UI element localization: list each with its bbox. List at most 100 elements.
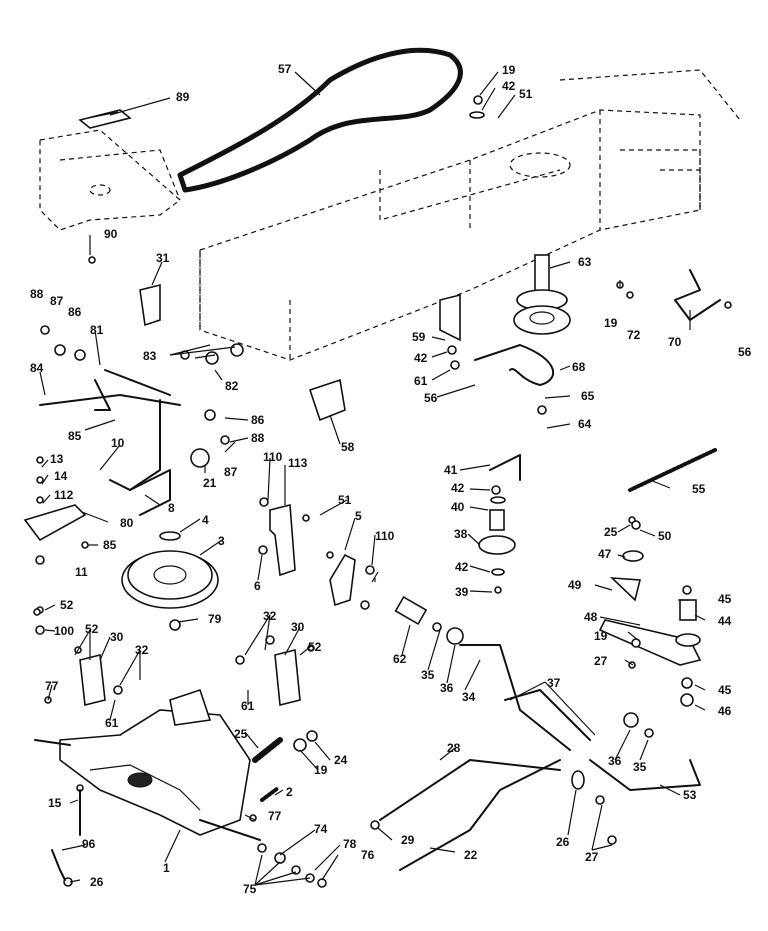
label-40: 40 [451,500,465,514]
label-77b: 77 [268,809,282,823]
label-45b: 45 [718,683,732,697]
label-58: 58 [341,440,355,454]
label-4: 4 [202,513,209,527]
spring-small-2 [260,786,280,802]
label-52: 52 [60,598,74,612]
label-53: 53 [683,788,697,802]
shift-linkage [39,369,210,516]
label-30: 30 [110,630,124,644]
label-84: 84 [30,361,44,375]
drive-belt [177,47,463,193]
label-76: 76 [361,848,375,862]
label-74: 74 [314,822,328,836]
label-82: 82 [225,379,239,393]
bracket-113 [269,503,296,577]
rod [674,269,721,321]
label-50: 50 [658,529,672,543]
label-87b: 87 [224,465,238,479]
label-42: 42 [502,79,516,93]
label-88: 88 [30,287,44,301]
label-28: 28 [447,741,461,755]
label-27: 27 [594,654,608,668]
label-8: 8 [168,501,175,515]
bracket-58 [308,378,346,422]
chassis-frame [199,69,741,361]
label-72: 72 [627,328,641,342]
label-85: 85 [68,429,82,443]
label-26b: 26 [556,835,570,849]
label-13: 13 [50,452,64,466]
label-35: 35 [421,668,435,682]
label-75: 75 [243,882,257,896]
label-87: 87 [50,294,64,308]
label-24: 24 [334,753,348,767]
idler-bracket [474,344,555,386]
label-35b: 35 [633,760,647,774]
label-25: 25 [604,525,618,539]
label-61: 61 [414,374,428,388]
label-89: 89 [176,90,190,104]
label-14: 14 [54,469,68,483]
label-88b: 88 [251,431,265,445]
label-38: 38 [454,527,468,541]
label-112: 112 [54,488,74,502]
lower-pulley-stack [478,454,521,576]
spring [628,448,717,492]
label-41: 41 [444,463,458,477]
bracket-5 [329,553,356,607]
label-44: 44 [718,614,732,628]
label-86b: 86 [251,413,265,427]
label-55: 55 [692,482,706,496]
label-29: 29 [401,833,415,847]
bracket-59 [439,293,461,342]
label-110: 110 [263,450,283,464]
label-51: 51 [519,87,533,101]
label-57: 57 [278,62,292,76]
label-3: 3 [218,534,225,548]
label-80: 80 [120,516,134,530]
label-26: 26 [90,875,104,889]
label-51b: 51 [338,493,352,507]
label-61c: 61 [241,699,255,713]
label-15: 15 [48,796,62,810]
label-19: 19 [502,63,516,77]
brake-bracket [598,550,702,666]
label-36: 36 [440,681,454,695]
label-10: 10 [111,436,125,450]
label-42d: 42 [455,560,469,574]
label-86: 86 [68,305,82,319]
callout-labels: 57 19 42 51 89 90 31 63 19 72 70 56 88 8… [30,62,752,896]
label-65: 65 [581,389,595,403]
spring-small [252,737,283,763]
plate [78,109,132,129]
label-32b: 32 [263,609,277,623]
label-11: 11 [75,565,88,579]
label-52b: 52 [85,622,99,636]
idler-pulley-assembly [513,254,571,335]
label-90: 90 [104,227,118,241]
label-42c: 42 [451,481,465,495]
label-27b: 27 [585,850,599,864]
label-32: 32 [135,643,149,657]
label-22: 22 [464,848,478,862]
label-47: 47 [598,547,612,561]
label-46: 46 [718,704,732,718]
transaxle [34,688,261,841]
transmission-pulley [121,531,219,609]
label-25b: 25 [234,727,248,741]
label-100: 100 [54,624,74,638]
label-30b: 30 [291,620,305,634]
label-1: 1 [163,861,170,875]
label-49: 49 [568,578,582,592]
label-77: 77 [45,679,59,693]
label-81: 81 [90,323,104,337]
label-52c: 52 [308,640,322,654]
label-83: 83 [143,349,157,363]
label-110b: 110 [375,529,395,543]
label-36b: 36 [608,754,622,768]
label-6: 6 [254,579,261,593]
label-63: 63 [578,255,592,269]
bracket-80 [23,504,87,542]
label-113: 113 [288,456,308,470]
